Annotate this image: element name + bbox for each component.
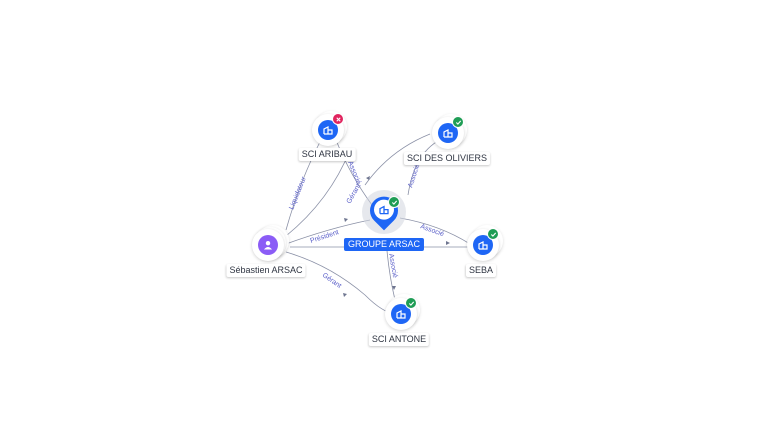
edge-associe-seba[interactable] — [399, 217, 471, 245]
edge-label-associe-seba: Associé — [419, 223, 445, 238]
node-sci-des-oliviers[interactable] — [430, 114, 467, 151]
edge-label-liquidateur: Liquidateur — [288, 175, 308, 210]
building-icon — [318, 120, 338, 140]
edge-label-associe-oliviers: Associé — [407, 163, 421, 189]
edge-label-associe-antone: Associé — [387, 253, 398, 278]
building-icon — [473, 235, 493, 255]
node-label-sci-antone[interactable]: SCI ANTONE — [368, 333, 430, 346]
person-icon — [258, 235, 278, 255]
arrow-head — [366, 176, 370, 180]
edge-label-associe-aribau: Associé — [346, 160, 362, 185]
node-sci-aribau[interactable] — [310, 111, 347, 148]
node-sebastien-arsac[interactable] — [248, 225, 289, 265]
node-label-sci-aribau[interactable]: SCI ARIBAU — [298, 148, 356, 161]
building-icon — [438, 123, 458, 143]
check-icon — [405, 297, 417, 309]
node-label-groupe-arsac[interactable]: GROUPE ARSAC — [343, 238, 425, 251]
building-icon — [391, 304, 411, 324]
edge-president[interactable] — [285, 219, 371, 245]
node-sci-antone[interactable] — [383, 294, 420, 332]
edge-label-gerant-antone: Gérant — [321, 272, 343, 290]
edge-associe-oliviers-2[interactable] — [364, 133, 431, 186]
edge-liquidateur[interactable] — [285, 137, 323, 231]
arrow-head — [343, 293, 347, 297]
check-icon — [388, 196, 400, 208]
node-seba[interactable] — [465, 225, 503, 263]
node-label-seba[interactable]: SEBA — [465, 264, 497, 277]
arrow-head — [344, 218, 348, 222]
arrow-head — [446, 241, 450, 245]
arrow-head — [392, 286, 396, 290]
edge-gerant-antone[interactable] — [285, 251, 389, 313]
check-icon — [452, 116, 464, 128]
check-icon — [487, 228, 499, 240]
close-icon — [332, 113, 344, 125]
node-groupe-arsac[interactable] — [360, 188, 408, 236]
node-label-sebastien-arsac[interactable]: Sébastien ARSAC — [226, 264, 306, 277]
node-label-sci-des-oliviers[interactable]: SCI DES OLIVIERS — [403, 152, 491, 165]
